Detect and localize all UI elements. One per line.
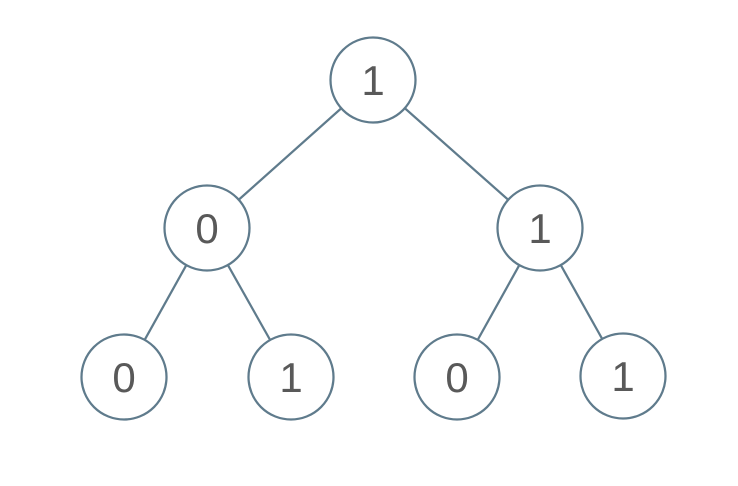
node-label-n1: 1 [528,205,551,252]
node-circle-n11 [579,332,667,420]
tree-node-root: 1 [329,36,417,124]
node-circle-n0 [163,184,251,272]
tree-node-n0: 0 [163,184,251,272]
node-label-n11: 1 [611,353,634,400]
node-circle-n00 [80,333,168,421]
node-label-n0: 0 [195,205,218,252]
tree-node-n01: 1 [247,333,335,421]
node-label-root: 1 [361,57,384,104]
node-circle-n10 [413,333,501,421]
node-label-n10: 0 [445,354,468,401]
node-circle-n01 [247,333,335,421]
tree-node-n00: 0 [80,333,168,421]
node-circle-root [329,36,417,124]
node-circle-n1 [496,184,584,272]
tree-node-n1: 1 [496,184,584,272]
tree-node-n11: 1 [579,332,667,420]
node-label-n01: 1 [279,354,302,401]
tree-node-n10: 0 [413,333,501,421]
node-label-n00: 0 [112,354,135,401]
